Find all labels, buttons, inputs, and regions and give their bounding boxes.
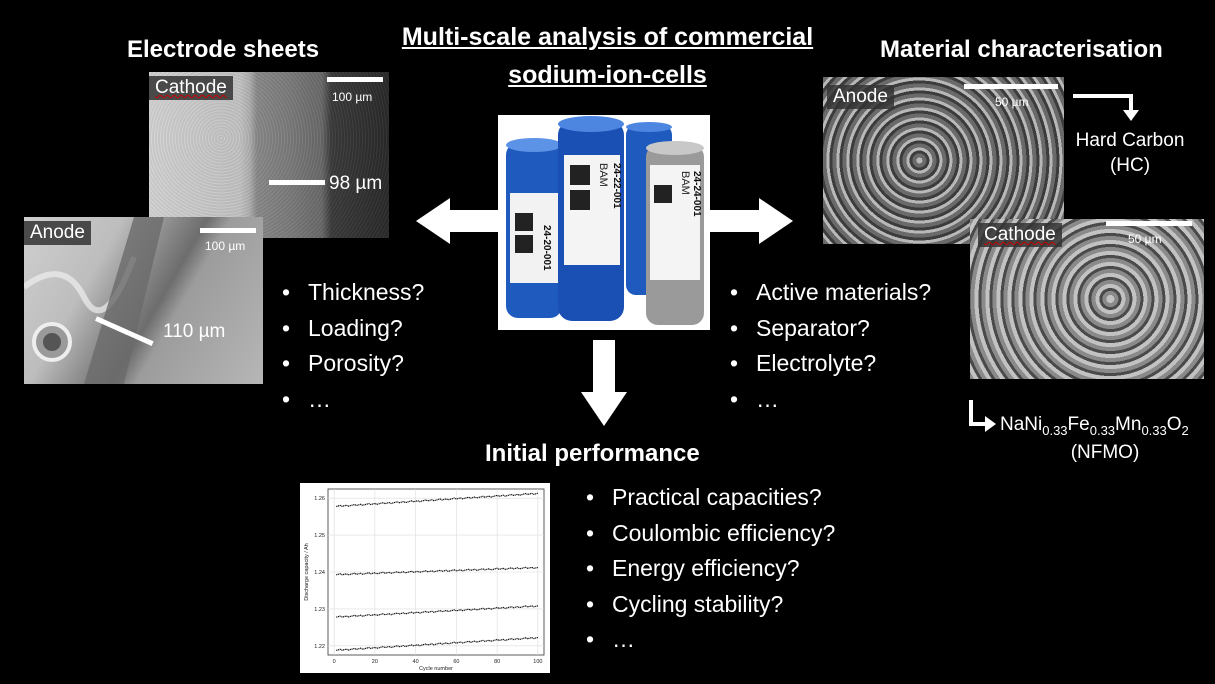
cathode-particle-scale-bar [1106, 221, 1192, 226]
anode-label: Anode [24, 221, 91, 245]
y-tick-label: 1.25 [314, 533, 325, 539]
list-item: Loading? [282, 311, 424, 347]
anode-bent-arrow-icon [1073, 94, 1139, 121]
hc-abbr-text: (HC) [1109, 155, 1151, 176]
anode-scale-bar [200, 228, 256, 233]
electrode-questions-list: Thickness? Loading? Porosity? … [282, 275, 424, 417]
performance-questions-list: Practical capacities? Coulombic efficien… [586, 480, 835, 658]
list-item: … [730, 382, 931, 418]
list-item: Cycling stability? [586, 587, 835, 623]
sodium-ion-cells-illustration: 24-20-001 BAM 24-22-001 BAM 24-24-001 [498, 115, 710, 330]
x-tick-label: 0 [333, 659, 336, 665]
list-item: Porosity? [282, 346, 424, 382]
cathode-label: Cathode [149, 76, 233, 100]
cell-brand-2: BAM [597, 163, 609, 187]
formula-na: NaNi [1000, 414, 1043, 435]
anode-material-label: Hard Carbon (HC) [1060, 128, 1200, 178]
list-item: Thickness? [282, 275, 424, 311]
hard-carbon-text: Hard Carbon [1075, 130, 1185, 151]
cell-id-2: 24-22-001 [611, 163, 622, 209]
cathode-scale-bar [327, 77, 383, 82]
cathode-particle-sem-image: Cathode 50 µm [970, 219, 1204, 379]
list-item: Coulombic efficiency? [586, 516, 835, 552]
anode-thickness-label: 110 µm [163, 321, 226, 342]
list-item: Electrolyte? [730, 346, 931, 382]
y-tick-label: 1.22 [314, 644, 325, 650]
formula-sub: 0.33 [1089, 422, 1116, 438]
data-series-line [336, 492, 539, 508]
x-tick-label: 60 [453, 659, 459, 665]
list-item: … [586, 622, 835, 658]
y-axis-label: Discharge capacity / Ah [304, 543, 310, 600]
y-tick-label: 1.26 [314, 496, 325, 502]
y-tick-label: 1.24 [314, 570, 325, 576]
cell-brand-3: BAM [679, 171, 691, 195]
anode-particle-scale-label: 50 µm [995, 95, 1029, 109]
anode-scale-label: 100 µm [205, 239, 246, 253]
data-series-line [336, 636, 539, 651]
data-series-line [336, 605, 539, 618]
cathode-sheet-sem-image: Cathode 100 µm 98 µm [149, 72, 389, 238]
list-item: Energy efficiency? [586, 551, 835, 587]
list-item: Active materials? [730, 275, 931, 311]
anode-particle-sem-image: Anode 50 µm [823, 77, 1064, 244]
cathode-bent-arrow-icon [969, 400, 996, 432]
main-title: Multi-scale analysis of commercial sodiu… [360, 18, 855, 94]
arrow-right-icon [707, 198, 793, 244]
list-item: Practical capacities? [586, 480, 835, 516]
anode-particle-scale-bar [964, 84, 1058, 89]
x-tick-label: 40 [413, 659, 419, 665]
formula-sub: 0.33 [1042, 422, 1068, 438]
x-tick-label: 100 [533, 659, 542, 665]
cathode-particle-scale-label: 50 µm [1128, 232, 1162, 246]
arrow-down-icon [581, 340, 627, 426]
anode-particle-label: Anode [827, 85, 894, 109]
formula-o: O [1166, 414, 1182, 435]
title-line-1: Multi-scale analysis of commercial [401, 23, 814, 51]
cathode-thickness-label: 98 µm [329, 173, 383, 194]
x-tick-label: 80 [494, 659, 500, 665]
y-tick-label: 1.23 [314, 607, 325, 613]
cathode-scale-label: 100 µm [332, 90, 373, 104]
material-questions-list: Active materials? Separator? Electrolyte… [730, 275, 931, 417]
cell-id-3: 24-24-001 [691, 171, 702, 217]
electrode-sheets-heading: Electrode sheets [127, 36, 320, 63]
nfmo-formula: NaNi0.33Fe0.33Mn0.33O2 [1000, 414, 1189, 438]
formula-fe: Fe [1067, 414, 1090, 435]
cathode-thickness-line [269, 180, 325, 185]
data-series-line [336, 566, 539, 576]
x-axis-label: Cycle number [419, 666, 453, 672]
list-item: Separator? [730, 311, 931, 347]
title-line-2: sodium-ion-cells [508, 61, 707, 89]
initial-performance-heading: Initial performance [485, 440, 700, 467]
nfmo-abbr: (NFMO) [1070, 442, 1140, 463]
arrow-left-icon [416, 198, 502, 244]
formula-sub: 0.33 [1141, 422, 1167, 438]
cell-id-1: 24-20-001 [541, 225, 552, 271]
formula-mn: Mn [1115, 414, 1142, 435]
cathode-particle-label: Cathode [978, 223, 1062, 247]
material-characterisation-heading: Material characterisation [880, 36, 1163, 63]
list-item: … [282, 382, 424, 418]
x-tick-label: 20 [372, 659, 378, 665]
formula-sub: 2 [1181, 422, 1189, 438]
anode-sheet-sem-image: Anode 100 µm 110 µm [24, 217, 263, 384]
